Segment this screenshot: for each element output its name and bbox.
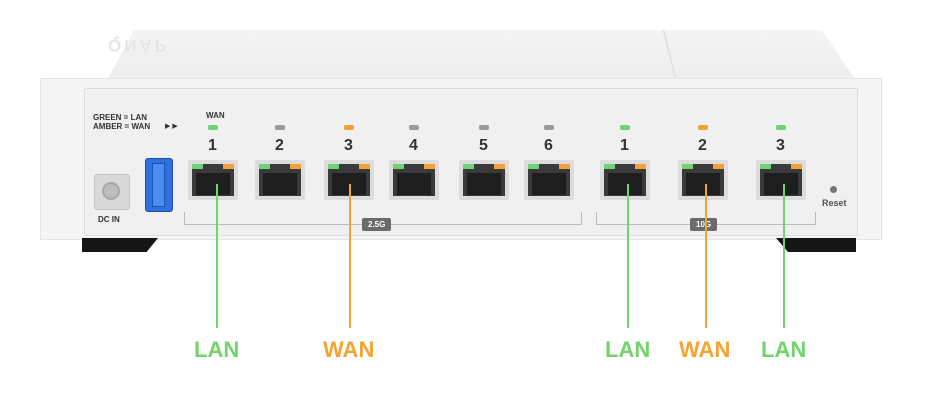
ethernet-port[interactable] <box>600 160 650 200</box>
left-foot <box>82 238 158 252</box>
port-number: 4 <box>409 137 418 154</box>
callout-line <box>349 184 351 328</box>
rj45-icon <box>532 173 566 195</box>
callout-label-lan: LAN <box>605 337 651 362</box>
link-led <box>604 164 615 169</box>
callout-label-wan: WAN <box>679 337 731 362</box>
dc-in-label: DC IN <box>98 215 120 224</box>
rj45-icon <box>686 173 720 195</box>
wan-port-label: WAN <box>206 111 225 120</box>
status-led <box>208 125 218 130</box>
status-led <box>544 125 554 130</box>
ethernet-port[interactable] <box>459 160 509 200</box>
status-led <box>776 125 786 130</box>
callout-line <box>783 184 785 328</box>
callout-label-wan: WAN <box>323 337 375 362</box>
reset-label: Reset <box>822 198 847 208</box>
link-led <box>463 164 474 169</box>
activity-led <box>223 164 234 169</box>
activity-led <box>494 164 505 169</box>
status-led <box>620 125 630 130</box>
status-led <box>698 125 708 130</box>
activity-led <box>635 164 646 169</box>
callout-line <box>216 184 218 328</box>
rj45-icon <box>467 173 501 195</box>
ethernet-port[interactable] <box>188 160 238 200</box>
status-led <box>479 125 489 130</box>
port-number: 1 <box>620 137 629 154</box>
status-led <box>344 125 354 130</box>
link-led <box>682 164 693 169</box>
callout-label-lan: LAN <box>194 337 240 362</box>
port-number: 1 <box>208 137 217 154</box>
legend-arrows-icon: ▶ ▶ <box>165 123 178 130</box>
port-number: 6 <box>544 137 553 154</box>
ethernet-port[interactable] <box>524 160 574 200</box>
rj45-icon <box>196 173 230 195</box>
speed-badge-2-5g: 2.5G <box>362 218 392 231</box>
link-led <box>259 164 270 169</box>
link-led <box>528 164 539 169</box>
activity-led <box>713 164 724 169</box>
ethernet-port[interactable] <box>255 160 305 200</box>
rj45-icon <box>397 173 431 195</box>
activity-led <box>791 164 802 169</box>
speed-badge-10g: 10G <box>690 218 718 231</box>
activity-led <box>290 164 301 169</box>
rj45-icon <box>764 173 798 195</box>
activity-led <box>559 164 570 169</box>
callout-line <box>705 184 707 328</box>
callout-line <box>627 184 629 328</box>
ethernet-port[interactable] <box>678 160 728 200</box>
legend-amber: AMBER = WAN <box>93 122 151 131</box>
callout-label-lan: LAN <box>761 337 807 362</box>
port-number: 2 <box>698 137 707 154</box>
ethernet-port[interactable] <box>389 160 439 200</box>
status-led <box>275 125 285 130</box>
usb-icon <box>152 163 165 207</box>
status-led <box>409 125 419 130</box>
reset-button[interactable] <box>830 186 837 193</box>
link-led <box>760 164 771 169</box>
port-number: 3 <box>776 137 785 154</box>
legend-green: GREEN = LAN <box>93 113 148 122</box>
activity-led <box>359 164 370 169</box>
rj45-icon <box>608 173 642 195</box>
rj45-icon <box>263 173 297 195</box>
port-number: 5 <box>479 137 488 154</box>
dc-jack-icon <box>102 182 120 200</box>
activity-led <box>424 164 435 169</box>
brand-logo: QNAP <box>108 36 170 55</box>
link-led <box>192 164 203 169</box>
led-legend: GREEN = LAN AMBER = WAN <box>93 113 150 131</box>
right-foot <box>776 238 856 252</box>
ethernet-port[interactable] <box>756 160 806 200</box>
link-led <box>393 164 404 169</box>
link-led <box>328 164 339 169</box>
port-number: 2 <box>275 137 284 154</box>
port-number: 3 <box>344 137 353 154</box>
